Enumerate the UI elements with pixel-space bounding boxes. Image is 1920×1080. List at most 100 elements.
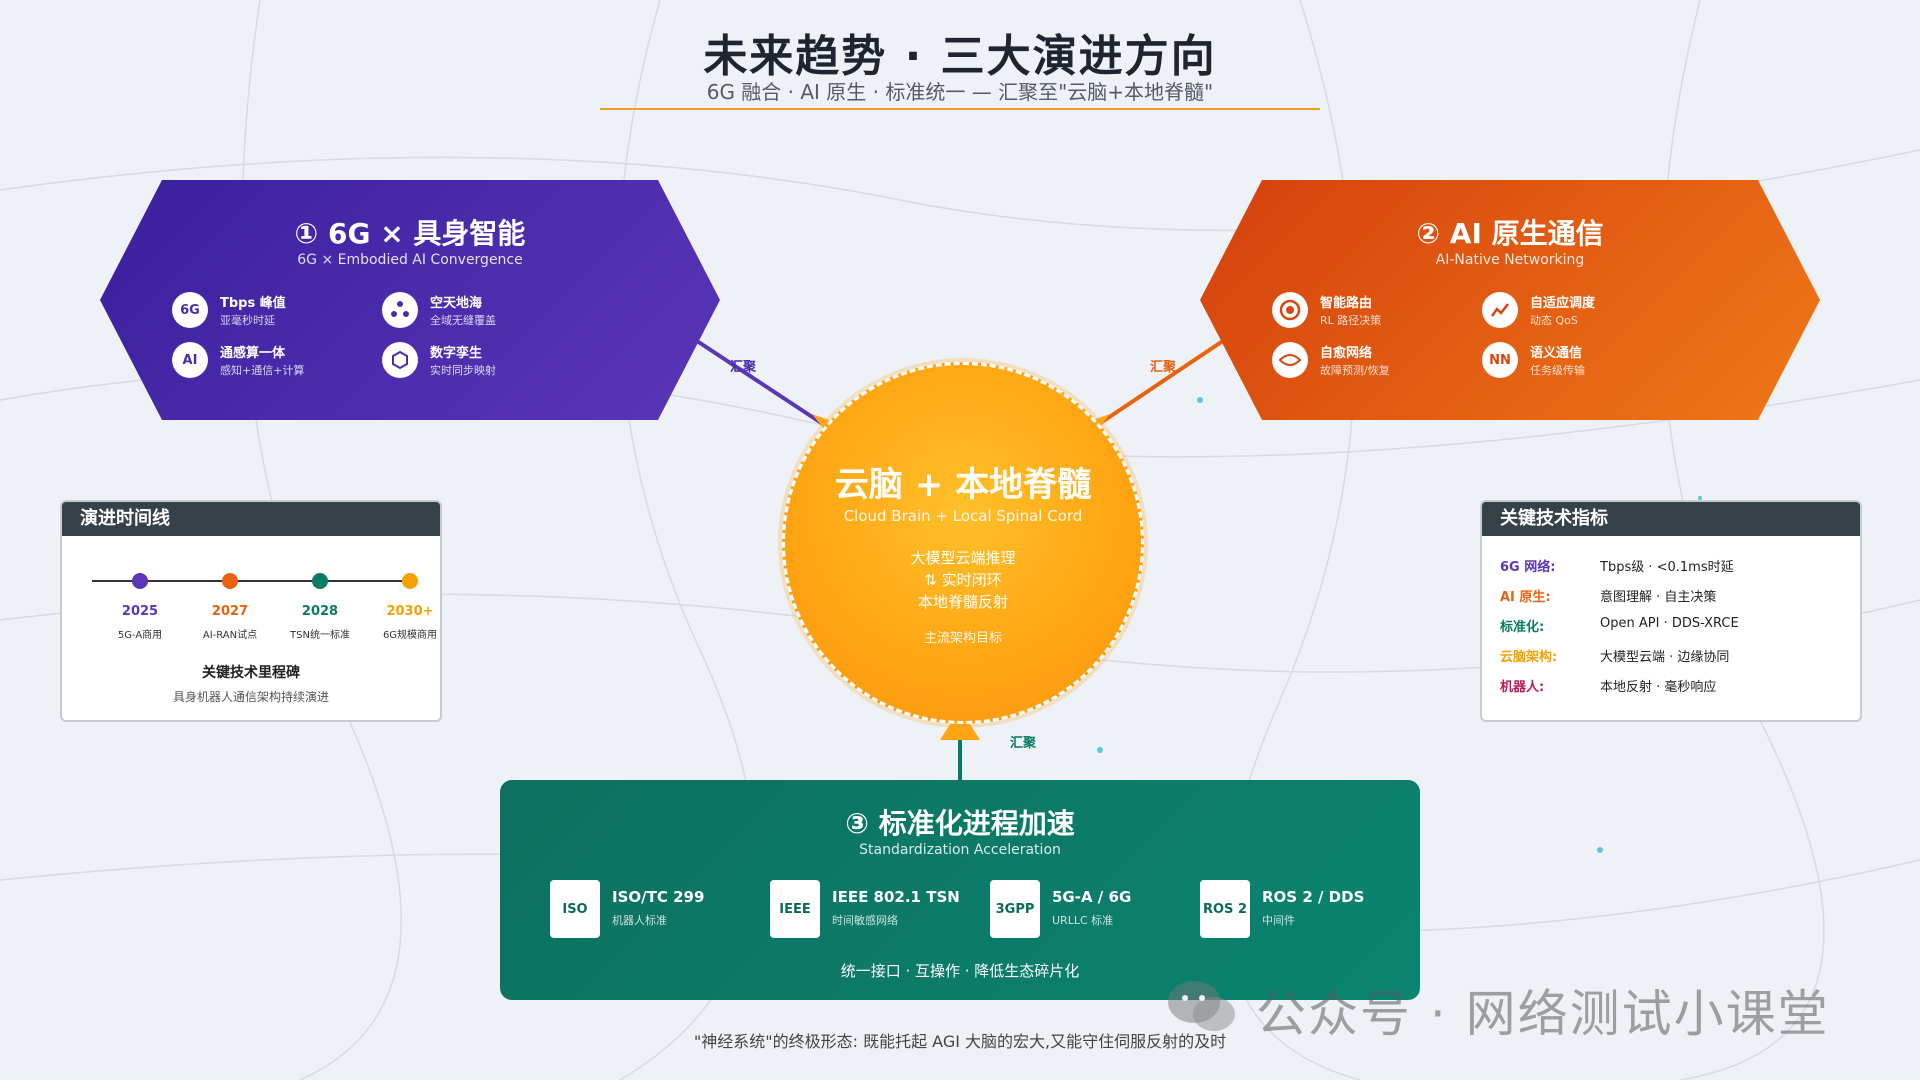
feature-space-ground: 空天地海 全域无缝覆盖 (382, 290, 582, 334)
3gpp-badge-icon: 3GPP (990, 880, 1040, 938)
feature-desc: 亚毫秒时延 (220, 314, 275, 327)
timeline-label: 5G-A商用 (117, 630, 163, 641)
card-heading: 演进时间线 (62, 502, 440, 536)
hex-subtitle: AI-Native Networking (1435, 252, 1585, 268)
panel-footer: 统一接口 · 互操作 · 降低生态碎片化 (840, 962, 1080, 980)
feature-smart-routing: 智能路由 RL 路径决策 (1272, 290, 1472, 334)
timeline-label: 6G规模商用 (382, 630, 438, 641)
hex-subtitle: 6G × Embodied AI Convergence (297, 252, 523, 268)
feature-desc: 动态 QoS (1530, 314, 1578, 327)
timeline-card: 演进时间线 2025 2027 2028 2030+ 5G-A商用 AI-RAN… (60, 500, 442, 722)
metric-value: 意图理解 · 自主决策 (1600, 590, 1717, 605)
cube-icon (382, 342, 418, 378)
card-heading: 关键技术指标 (1482, 502, 1860, 536)
feature-semantic-comm: NN 语义通信 任务级传输 (1482, 340, 1682, 384)
feature-name: 数字孪生 (430, 346, 483, 361)
timeline-year: 2025 (121, 604, 159, 619)
feature-name: 语义通信 (1530, 346, 1583, 361)
hex-ai-native: ② AI 原生通信 AI-Native Networking 智能路由 RL 路… (1200, 180, 1820, 420)
metrics-card: 关键技术指标 6G 网络: Tbps级 · <0.1ms时延 AI 原生: 意图… (1480, 500, 1862, 722)
6g-icon: 6G (172, 292, 208, 328)
converge-label-left: 汇聚 (730, 360, 757, 375)
feature-adaptive-scheduling: 自适应调度 动态 QoS (1482, 290, 1682, 334)
standard-desc: URLLC 标准 (1052, 914, 1114, 927)
feature-isac: AI 通感算一体 感知+通信+计算 (172, 340, 372, 384)
standardization-panel: ③ 标准化进程加速 Standardization Acceleration I… (500, 780, 1420, 1000)
timeline-axis (92, 580, 412, 582)
feature-name: 智能路由 (1320, 296, 1373, 311)
wechat-icon (1168, 981, 1235, 1031)
timeline-caption: 关键技术里程碑 (202, 665, 300, 681)
standard-name: IEEE 802.1 TSN (832, 888, 960, 906)
ros2-badge-icon: ROS 2 (1200, 880, 1250, 938)
feature-tbps: 6G Tbps 峰值 亚毫秒时延 (172, 290, 372, 334)
watermark-text: 公众号 · 网络测试小课堂 (1256, 985, 1830, 1043)
metric-value: Open API · DDS-XRCE (1600, 616, 1739, 631)
standard-desc: 时间敏感网络 (832, 914, 898, 927)
core-note: 主流架构目标 (923, 631, 1002, 646)
timeline-year: 2028 (301, 604, 339, 619)
converge-label-bottom: 汇聚 (1010, 736, 1037, 751)
timeline-label: TSN统一标准 (290, 630, 350, 641)
timeline-dot (312, 573, 328, 589)
standard-name: 5G-A / 6G (1052, 888, 1132, 906)
metric-value: 大模型云端 · 边缘协同 (1600, 650, 1730, 665)
core-subtitle: Cloud Brain + Local Spinal Cord (843, 507, 1083, 525)
eye-icon (1272, 342, 1308, 378)
panel-subtitle: Standardization Acceleration (859, 842, 1061, 858)
standard-item-3gpp: 3GPP 5G-A / 6G URLLC 标准 (990, 880, 1190, 940)
timeline-dot (402, 573, 418, 589)
core-line: ⇅ 实时闭环 (924, 571, 1002, 589)
hex-6g-embodied: ① 6G × 具身智能 6G × Embodied AI Convergence… (100, 180, 720, 420)
metric-key: 机器人: (1500, 680, 1545, 695)
core-line: 本地脊髓反射 (917, 593, 1008, 611)
timeline-year: 2027 (211, 604, 249, 619)
trend-icon (1482, 292, 1518, 328)
feature-desc: 全域无缝覆盖 (430, 314, 496, 327)
hex-title: ② AI 原生通信 (1416, 217, 1604, 250)
panel-title: ③ 标准化进程加速 (845, 807, 1075, 840)
converge-label-right: 汇聚 (1150, 360, 1177, 375)
standard-item-ieee: IEEE IEEE 802.1 TSN 时间敏感网络 (770, 880, 970, 940)
metric-key: 云脑架构: (1500, 650, 1558, 665)
metric-value: Tbps级 · <0.1ms时延 (1600, 560, 1734, 575)
feature-name: 空天地海 (430, 296, 483, 311)
feature-desc: 故障预测/恢复 (1320, 364, 1390, 377)
watermark: 公众号 · 网络测试小课堂 (1166, 970, 1886, 1043)
core-line: 大模型云端推理 (910, 549, 1016, 567)
standard-item-ros2: ROS 2 ROS 2 / DDS 中间件 (1200, 880, 1400, 940)
metric-key: AI 原生: (1500, 590, 1551, 605)
metric-key: 标准化: (1500, 620, 1545, 635)
target-icon (1272, 292, 1308, 328)
standard-desc: 机器人标准 (612, 914, 667, 927)
feature-name: 自愈网络 (1320, 346, 1373, 361)
feature-desc: 感知+通信+计算 (220, 364, 305, 377)
satellite-icon (382, 292, 418, 328)
page-subtitle: 6G 融合 · AI 原生 · 标准统一 — 汇聚至"云脑+本地脊髓" (706, 80, 1214, 104)
page-title: 未来趋势 · 三大演进方向 (703, 31, 1217, 82)
standard-name: ROS 2 / DDS (1262, 888, 1365, 906)
ieee-badge-icon: IEEE (770, 880, 820, 938)
feature-name: Tbps 峰值 (220, 296, 286, 311)
timeline-label: AI-RAN试点 (202, 630, 258, 641)
timeline-dot (132, 573, 148, 589)
hex-title: ① 6G × 具身智能 (294, 217, 526, 250)
footer-caption: "神经系统"的终极形态: 既能托起 AGI 大脑的宏大,又能守住伺服反射的及时 (693, 1032, 1227, 1051)
nn-icon: NN (1482, 342, 1518, 378)
feature-name: 通感算一体 (220, 346, 286, 361)
core-circle: 云脑 + 本地脊髓 Cloud Brain + Local Spinal Cor… (782, 362, 1144, 724)
feature-digital-twin: 数字孪生 实时同步映射 (382, 340, 582, 384)
feature-desc: 实时同步映射 (430, 364, 496, 377)
timeline-dot (222, 573, 238, 589)
standard-item-iso: ISO ISO/TC 299 机器人标准 (550, 880, 750, 940)
title-underline (600, 108, 1320, 110)
metric-key: 6G 网络: (1500, 560, 1556, 575)
timeline-year: 2030+ (386, 604, 434, 619)
ai-icon: AI (172, 342, 208, 378)
standard-desc: 中间件 (1262, 914, 1295, 927)
standard-name: ISO/TC 299 (612, 888, 705, 906)
metric-value: 本地反射 · 毫秒响应 (1600, 680, 1717, 695)
core-title: 云脑 + 本地脊髓 (834, 465, 1092, 505)
feature-desc: RL 路径决策 (1320, 314, 1382, 327)
timeline-note: 具身机器人通信架构持续演进 (172, 690, 329, 704)
